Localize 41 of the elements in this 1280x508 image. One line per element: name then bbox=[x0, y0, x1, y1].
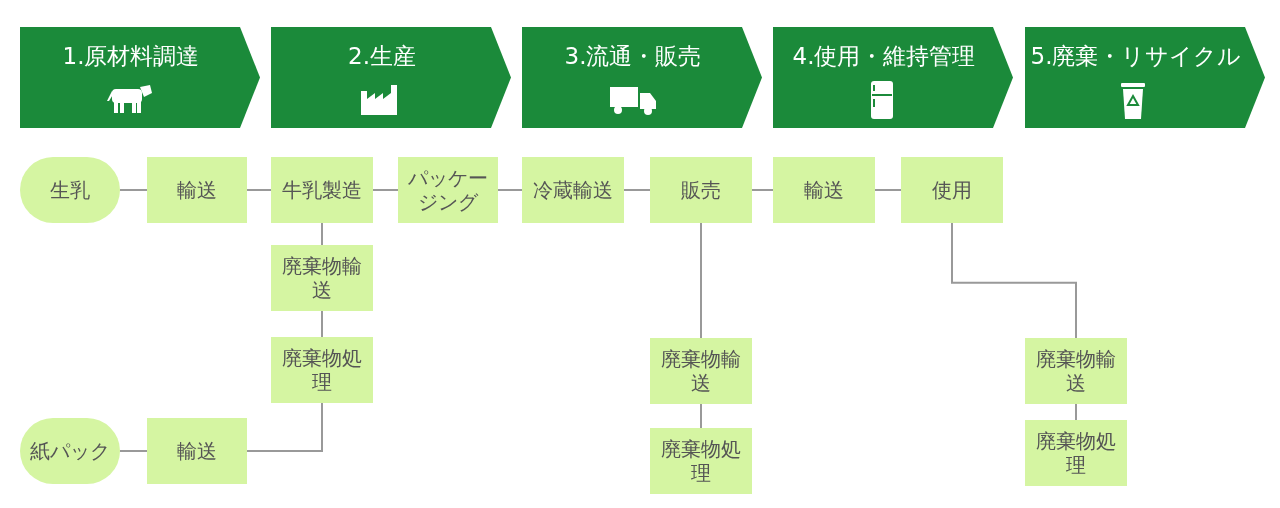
step-banner bbox=[20, 27, 260, 128]
source-pill: 紙パック bbox=[20, 418, 120, 484]
connector-line bbox=[497, 189, 523, 191]
process-box: 廃棄物処理 bbox=[650, 428, 752, 494]
step-banner bbox=[522, 27, 762, 128]
process-box: 廃棄物輸送 bbox=[1025, 338, 1127, 404]
process-box: 使用 bbox=[901, 157, 1003, 223]
process-box: 牛乳製造 bbox=[271, 157, 373, 223]
process-box: 冷蔵輸送 bbox=[522, 157, 624, 223]
process-box: 廃棄物輸送 bbox=[271, 245, 373, 311]
connector-line bbox=[119, 450, 148, 452]
step-banner bbox=[773, 27, 1013, 128]
connector-line bbox=[246, 402, 323, 452]
step-title: 3.流通・販売 bbox=[563, 42, 703, 71]
connector-line bbox=[372, 189, 399, 191]
process-box: 廃棄物処理 bbox=[1025, 420, 1127, 486]
connector-line bbox=[321, 310, 323, 338]
step-banner bbox=[1025, 27, 1265, 128]
process-box: 輸送 bbox=[147, 157, 247, 223]
connector-line bbox=[1075, 403, 1077, 421]
connector-line bbox=[623, 189, 651, 191]
process-box: パッケージング bbox=[398, 157, 498, 223]
process-box: 輸送 bbox=[773, 157, 875, 223]
connector-line bbox=[751, 189, 774, 191]
connector-line bbox=[321, 222, 323, 246]
process-box: 販売 bbox=[650, 157, 752, 223]
source-pill: 生乳 bbox=[20, 157, 120, 223]
connector-line bbox=[951, 222, 1077, 339]
connector-line bbox=[246, 189, 272, 191]
step-banner bbox=[271, 27, 511, 128]
step-title: 1.原材料調達 bbox=[61, 42, 201, 71]
step-title: 2.生産 bbox=[347, 42, 417, 71]
process-box: 輸送 bbox=[147, 418, 247, 484]
step-title: 5.廃棄・リサイクル bbox=[1029, 42, 1243, 71]
connector-line bbox=[700, 403, 702, 429]
connector-line bbox=[119, 189, 148, 191]
connector-line bbox=[700, 222, 702, 339]
step-title: 4.使用・維持管理 bbox=[791, 42, 977, 71]
process-box: 廃棄物輸送 bbox=[650, 338, 752, 404]
connector-line bbox=[874, 189, 902, 191]
process-box: 廃棄物処理 bbox=[271, 337, 373, 403]
